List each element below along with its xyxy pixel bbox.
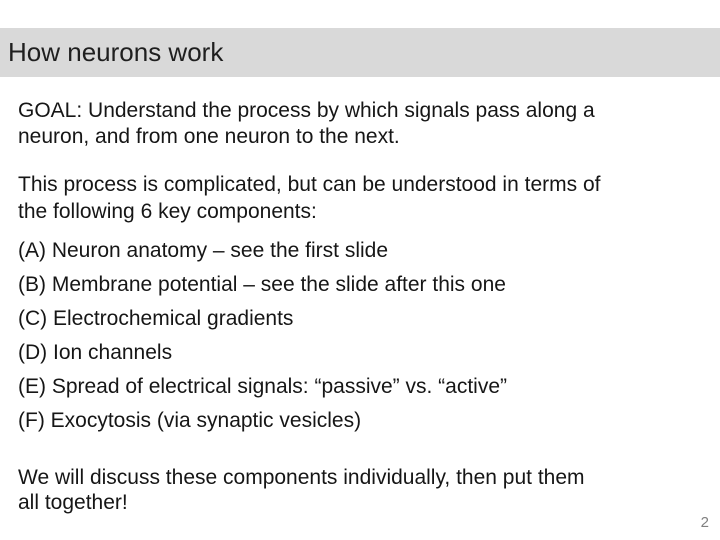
component-item-f: (F) Exocytosis (via synaptic vesicles): [18, 409, 362, 432]
component-item-a: (A) Neuron anatomy – see the first slide: [18, 239, 389, 262]
slide-title: How neurons work: [8, 37, 224, 67]
page-number: 2: [700, 514, 709, 531]
goal-paragraph-line-2: neuron, and from one neuron to the next.: [18, 125, 400, 148]
component-item-c: (C) Electrochemical gradients: [18, 307, 294, 330]
component-item-d: (D) Ion channels: [18, 341, 173, 364]
closing-paragraph-line-2: all together!: [18, 491, 128, 514]
slide-title-bar: How neurons work: [0, 28, 720, 77]
intro-paragraph-line-2: the following 6 key components:: [18, 200, 317, 223]
intro-paragraph-line-1: This process is complicated, but can be …: [18, 173, 601, 196]
goal-paragraph-line-1: GOAL: Understand the process by which si…: [18, 99, 595, 122]
closing-paragraph-line-1: We will discuss these components individ…: [18, 466, 585, 489]
component-item-e: (E) Spread of electrical signals: “passi…: [18, 375, 507, 398]
component-item-b: (B) Membrane potential – see the slide a…: [18, 273, 506, 296]
